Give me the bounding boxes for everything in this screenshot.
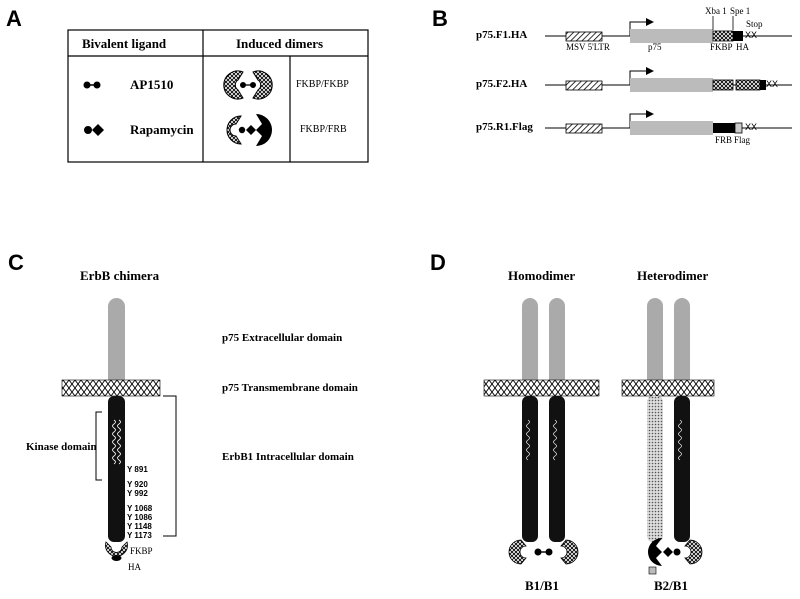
- fkbp-fkbp-dimer-icon: [223, 70, 273, 100]
- stop-codon-3: XX: [745, 122, 758, 132]
- extracellular-label: p75 Extracellular domain: [222, 332, 343, 344]
- table-header-ligand: Bivalent ligand: [82, 36, 167, 51]
- ligand-name-2: Rapamycin: [130, 122, 194, 137]
- intracellular-bracket: [163, 395, 177, 537]
- construct-name-1: p75.F1.HA: [476, 29, 528, 41]
- panel-d: [483, 298, 715, 575]
- p75-label: p75: [648, 42, 662, 52]
- ligand-name-1: AP1510: [130, 77, 174, 92]
- ap1510-glyph: [83, 81, 101, 89]
- ha-tag-shape: [111, 555, 122, 561]
- spe-label: Spe 1: [730, 6, 751, 16]
- fkbp-cup: [105, 541, 128, 557]
- membrane-band: [61, 379, 161, 397]
- construct-row-3: [545, 110, 792, 135]
- tyrosine-y1086: Y 1086: [127, 513, 153, 522]
- stop-label: Stop: [746, 19, 763, 29]
- heterodimer-shape: [621, 298, 715, 575]
- ligand-table-frame: [67, 29, 369, 163]
- erbb-chimera-title: ErbB chimera: [80, 268, 160, 283]
- xba-label: Xba 1: [705, 6, 727, 16]
- tyrosine-y891: Y 891: [127, 465, 148, 474]
- flag-label: Flag: [734, 135, 751, 145]
- fkbp-domain-label: FKBP: [130, 546, 153, 556]
- panel-b-letter: B: [432, 6, 448, 31]
- table-header-dimers: Induced dimers: [236, 36, 324, 51]
- construct-row-2: [545, 67, 792, 92]
- construct-row-1: [545, 18, 792, 43]
- intracellular-label: ErbB1 Intracellular domain: [222, 451, 354, 463]
- panel-d-letter: D: [430, 250, 446, 275]
- extracellular-domain-shape: [108, 298, 125, 398]
- tyrosine-y1173: Y 1173: [127, 531, 152, 540]
- panel-b: [545, 16, 792, 135]
- panel-c-letter: C: [8, 250, 24, 275]
- rapamycin-glyph: [84, 124, 104, 136]
- fkbp-label: FKBP: [710, 42, 733, 52]
- kinase-bracket: [95, 411, 102, 481]
- panel-c: [61, 298, 177, 561]
- intracellular-domain-shape: [108, 396, 125, 542]
- dimer-label-2: FKBP/FRB: [300, 124, 347, 135]
- stop-codon-1: XX: [745, 30, 758, 40]
- tyrosine-y1068: Y 1068: [127, 504, 153, 513]
- panel-a-letter: A: [6, 6, 22, 31]
- msv-ltr-label: MSV 5'LTR: [566, 42, 610, 52]
- tyrosine-y992: Y 992: [127, 489, 148, 498]
- frb-label: FRB: [715, 135, 733, 145]
- fkbp-frb-dimer-icon: [226, 114, 272, 146]
- panel-a: [67, 29, 369, 163]
- homodimer-title: Homodimer: [508, 268, 576, 283]
- tyrosine-y920: Y 920: [127, 480, 148, 489]
- construct-name-3: p75.R1.Flag: [476, 121, 533, 133]
- ha-label: HA: [736, 42, 749, 52]
- homodimer-shape: [483, 298, 600, 565]
- ha-tag-label: HA: [128, 562, 141, 572]
- dimer-label-1: FKBP/FKBP: [296, 79, 349, 90]
- heterodimer-label: B2/B1: [654, 578, 688, 593]
- stop-codon-2: XX: [766, 79, 779, 89]
- kinase-squiggles: [112, 419, 121, 465]
- tyrosine-y1148: Y 1148: [127, 522, 152, 531]
- transmembrane-label: p75 Transmembrane domain: [222, 382, 358, 394]
- kinase-domain-label: Kinase domain: [26, 441, 97, 453]
- homodimer-label: B1/B1: [525, 578, 559, 593]
- heterodimer-title: Heterodimer: [637, 268, 709, 283]
- construct-name-2: p75.F2.HA: [476, 78, 528, 90]
